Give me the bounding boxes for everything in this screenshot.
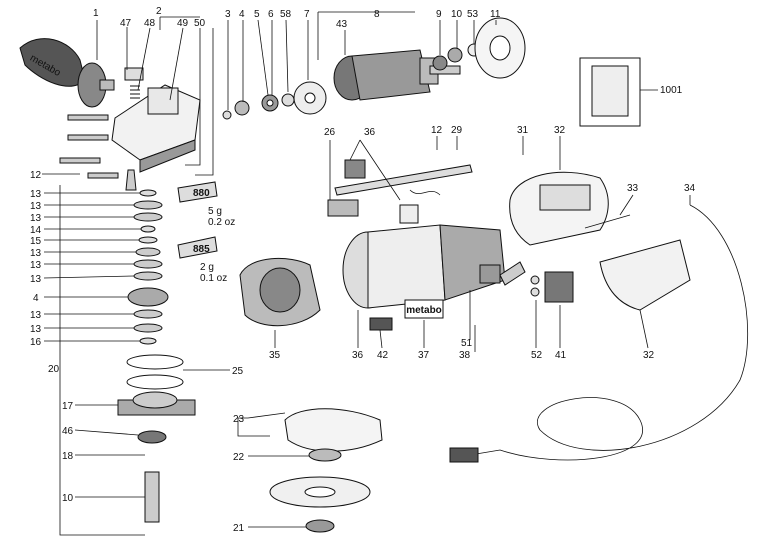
callout-15: 15 (30, 236, 42, 247)
callout-36-bottom: 36 (352, 350, 364, 361)
field-coil-stator (239, 257, 321, 327)
callout-35: 35 (269, 350, 281, 361)
callout-31: 31 (517, 125, 529, 136)
callout-13-d: 13 (30, 248, 42, 259)
callout-20: 20 (48, 364, 60, 375)
spring-and-lock-lever (124, 67, 144, 99)
callout-8: 8 (374, 9, 380, 20)
tube-880-grams: 5 g (208, 206, 222, 217)
callout-13-c: 13 (30, 213, 42, 224)
callout-12-left: 12 (30, 170, 42, 181)
callout-23: 23 (233, 414, 245, 425)
power-cord-and-plug (449, 204, 749, 463)
callout-2: 2 (156, 6, 162, 17)
callout-32-top: 32 (554, 125, 566, 136)
callout-3: 3 (225, 9, 231, 20)
spindle-stack (117, 169, 196, 523)
callout-51: 51 (461, 338, 473, 349)
rear-bearings-and-fan-baffle (432, 17, 526, 79)
callout-46: 46 (62, 426, 74, 437)
callout-13-g: 13 (30, 310, 42, 321)
callout-16: 16 (30, 337, 42, 348)
grease-tube-labels: 880 5 g 0.2 oz 885 2 g 0.1 oz (193, 188, 235, 284)
callout-9: 9 (436, 9, 442, 20)
callout-52: 52 (531, 350, 543, 361)
callout-29: 29 (451, 125, 463, 136)
callout-34: 34 (684, 183, 696, 194)
callout-47: 47 (120, 18, 132, 29)
callout-labels: 1 47 48 2 49 50 3 4 5 6 58 7 8 43 9 10 5… (30, 6, 696, 534)
callout-22: 22 (233, 452, 245, 463)
callout-7: 7 (304, 9, 310, 20)
gear-head-housing (111, 84, 201, 173)
callout-13-a: 13 (30, 189, 42, 200)
tube-885-label: 885 (193, 244, 210, 255)
armature-rotor (333, 49, 461, 101)
callout-13-f: 13 (30, 274, 42, 285)
callout-50: 50 (194, 18, 206, 29)
callout-37: 37 (418, 350, 430, 361)
callout-42: 42 (377, 350, 389, 361)
callout-17: 17 (62, 401, 74, 412)
callout-36-top: 36 (364, 127, 376, 138)
callout-13-e: 13 (30, 260, 42, 271)
callout-43: 43 (336, 19, 348, 30)
detail-box (579, 57, 641, 127)
callout-48: 48 (144, 18, 156, 29)
callout-10: 10 (451, 9, 463, 20)
callout-4-left: 4 (33, 293, 39, 304)
tube-885-ounces: 0.1 oz (200, 273, 227, 284)
grease-tubes (177, 181, 218, 259)
rear-cover (599, 239, 691, 311)
callout-4: 4 (239, 9, 245, 20)
switch-assembly (479, 261, 574, 303)
tube-880-ounces: 0.2 oz (208, 217, 235, 228)
housing-screws (59, 114, 119, 179)
callout-12-top: 12 (431, 125, 443, 136)
motor-housing (509, 171, 609, 246)
callout-6: 6 (268, 9, 274, 20)
callout-1001: 1001 (660, 85, 683, 96)
leader-lines (42, 11, 691, 536)
callout-1: 1 (93, 8, 99, 19)
callout-26: 26 (324, 127, 336, 138)
callout-14: 14 (30, 225, 42, 236)
callout-58: 58 (280, 9, 292, 20)
callout-53: 53 (467, 9, 479, 20)
callout-10-left: 10 (62, 493, 74, 504)
callout-25: 25 (232, 366, 244, 377)
callout-13-h: 13 (30, 324, 42, 335)
callout-18: 18 (62, 451, 74, 462)
tube-885-grams: 2 g (200, 262, 214, 273)
callout-38: 38 (459, 350, 471, 361)
callout-5: 5 (254, 9, 260, 20)
callout-33: 33 (627, 183, 639, 194)
callout-41: 41 (555, 350, 567, 361)
callout-21: 21 (233, 523, 245, 534)
wheel-guard-and-disc (269, 408, 383, 533)
side-handle: metabo (19, 38, 115, 108)
tube-880-label: 880 (193, 188, 210, 199)
callout-13-b: 13 (30, 201, 42, 212)
callout-11: 11 (490, 9, 501, 20)
bearing-components (222, 81, 327, 120)
callout-49: 49 (177, 18, 189, 29)
housing-brand-text: metabo (406, 305, 442, 316)
callout-32-bottom: 32 (643, 350, 655, 361)
switch-rod-and-brushes (327, 159, 473, 224)
